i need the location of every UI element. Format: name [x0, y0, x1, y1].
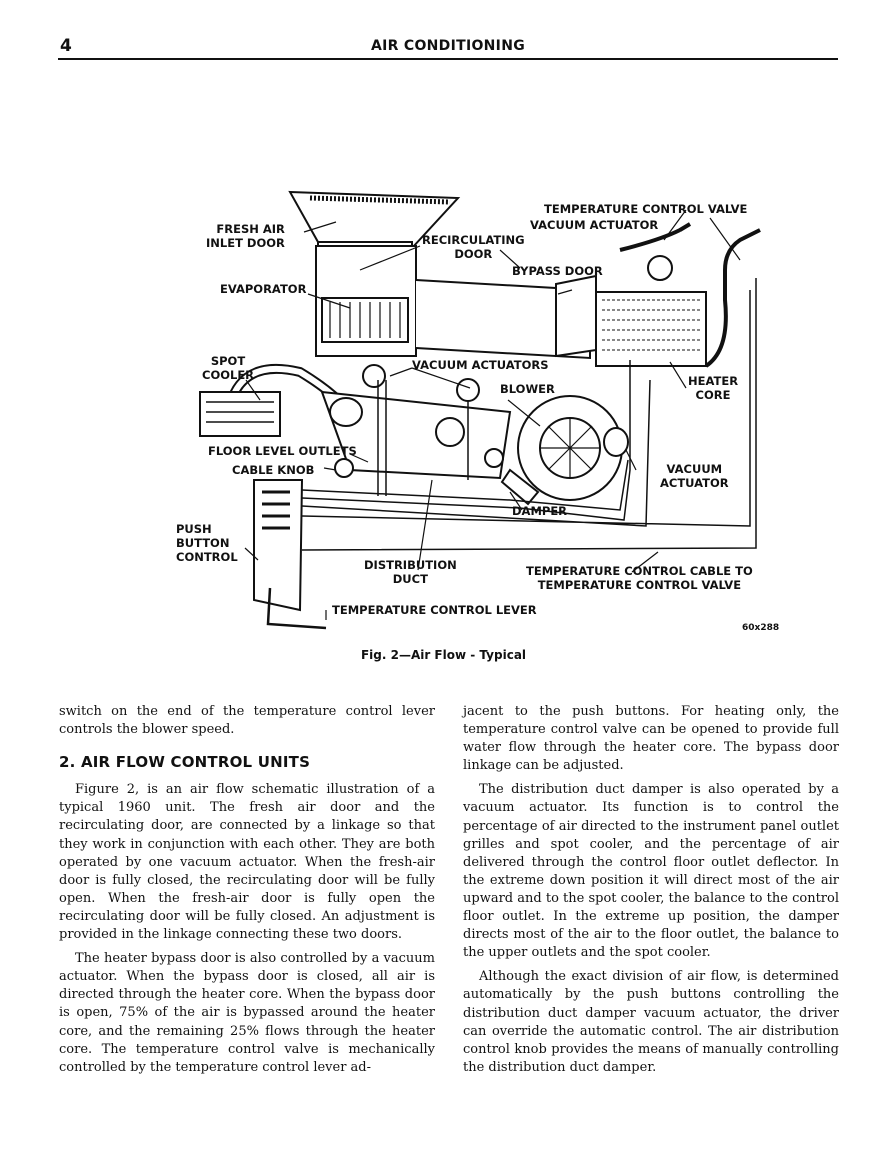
label-push-button-control: PUSH BUTTON CONTROL [176, 522, 238, 564]
duct-outlet-right [435, 417, 465, 447]
figure-caption: Fig. 2—Air Flow - Typical [360, 648, 527, 662]
air-flow-schematic [199, 190, 761, 630]
left-column: switch on the end of the temperature con… [59, 703, 435, 1083]
label-vacuum-actuator-top: VACUUM ACTUATOR [530, 218, 659, 232]
cable-knob [334, 458, 354, 478]
label-distribution-duct: DISTRIBUTION DUCT [364, 558, 457, 586]
label-spot-cooler: SPOT COOLER [202, 354, 255, 382]
label-temperature-control-cable: TEMPERATURE CONTROL CABLE TO TEMPERATURE… [526, 564, 753, 592]
right-paragraph-3: Although the exact division of air flow,… [463, 969, 839, 1075]
right-column: jacent to the push buttons. For heating … [463, 703, 839, 1083]
push-button-panel [253, 479, 304, 612]
label-damper: DAMPER [512, 504, 568, 518]
distribution-duct [320, 390, 512, 480]
door-vacuum-actuator [362, 364, 386, 388]
evaporator-core [321, 297, 409, 343]
blower-vacuum-actuator [603, 427, 629, 457]
vacuum-hoses [301, 278, 757, 551]
label-vacuum-actuator-right: VACUUM ACTUATOR [660, 462, 729, 490]
label-temperature-control-lever: TEMPERATURE CONTROL LEVER [332, 603, 537, 617]
left-paragraph-2: The heater bypass door is also controlle… [59, 951, 435, 1075]
label-vacuum-actuators: VACUUM ACTUATORS [412, 358, 549, 372]
label-temperature-control-valve: TEMPERATURE CONTROL VALVE [544, 202, 748, 216]
right-paragraph-1: jacent to the push buttons. For heating … [463, 704, 839, 774]
running-title: AIR CONDITIONING [370, 38, 525, 54]
damper [500, 468, 540, 506]
air-flow-figure: FRESH AIR INLET DOOR EVAPORATOR RECIRCUL… [150, 180, 790, 650]
section-heading: 2. AIR FLOW CONTROL UNITS [59, 753, 311, 772]
left-paragraph-1: Figure 2, is an air flow schematic illus… [59, 782, 435, 943]
control-rods [377, 380, 469, 496]
left-intro-paragraph: switch on the end of the temperature con… [59, 704, 435, 738]
damper-vacuum-actuator [484, 448, 504, 468]
temperature-control-valve [647, 255, 673, 281]
spot-cooler-grille [199, 391, 281, 437]
label-cable-knob: CABLE KNOB [232, 463, 315, 477]
label-evaporator: EVAPORATOR [220, 282, 307, 296]
label-blower: BLOWER [500, 382, 555, 396]
heater-pipes [619, 222, 761, 368]
label-fresh-air-inlet-door: FRESH AIR INLET DOOR [206, 222, 285, 250]
bypass-vacuum-actuator [456, 378, 480, 402]
bypass-door [555, 274, 597, 358]
heater-core [595, 291, 707, 367]
page-header: 4 AIR CONDITIONING [58, 34, 838, 60]
right-paragraph-2: The distribution duct damper is also ope… [463, 782, 839, 961]
figure-code: 60x288 [742, 623, 780, 633]
label-bypass-door: BYPASS DOOR [512, 264, 603, 278]
page-number: 4 [60, 36, 72, 56]
label-recirculating-door: RECIRCULATING DOOR [422, 233, 525, 261]
temperature-control-lever [266, 587, 327, 630]
label-floor-level-outlets: FLOOR LEVEL OUTLETS [208, 444, 357, 458]
duct-outlet-left [329, 397, 363, 427]
label-heater-core: HEATER CORE [688, 374, 739, 402]
